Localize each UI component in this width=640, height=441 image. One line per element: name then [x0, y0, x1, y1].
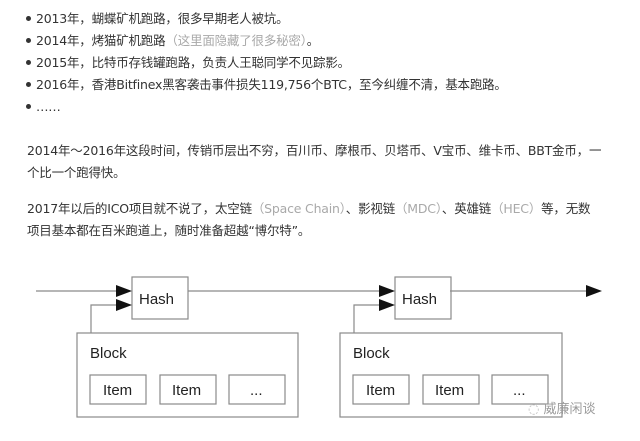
- text: 、影视链: [345, 201, 395, 216]
- list-item: 2016年，香港Bitfinex黑客袭击事件损失119,756个BTC，至今纠缠…: [26, 75, 507, 95]
- item-label: Item: [103, 382, 132, 399]
- text: 等，无数: [541, 201, 591, 216]
- text: 2017年以后的ICO项目就不说了，太空链: [27, 201, 252, 216]
- bullet-dot: [26, 82, 31, 87]
- bullet-dot: [26, 60, 31, 65]
- item-label: Item: [435, 382, 464, 399]
- list-item-note: （这里面隐藏了很多秘密）: [165, 33, 307, 48]
- note: （MDC）: [395, 201, 442, 216]
- paragraph-line: 2017年以后的ICO项目就不说了，太空链（Space Chain）、影视链（M…: [27, 198, 625, 220]
- bullet-dot: [26, 16, 31, 21]
- bullet-dot: [26, 38, 31, 43]
- list-item-text: 2013年，蝴蝶矿机跑路，很多早期老人被坑。: [36, 11, 289, 26]
- hash-label: Hash: [402, 291, 437, 308]
- paragraph-line: 项目基本都在百米跑道上，随时准备超越“博尔特”。: [27, 223, 311, 238]
- item-label: Item: [172, 382, 201, 399]
- list-item-text: 2014年，烤猫矿机跑路: [36, 33, 166, 48]
- list-item-text: 2016年，香港Bitfinex黑客袭击事件损失119,756个BTC，至今纠缠…: [36, 77, 507, 92]
- arrow-icons: [116, 285, 602, 311]
- list-item: ……: [26, 97, 61, 117]
- watermark: ◌ 威廉闲谈: [528, 398, 596, 417]
- paragraph-line: 个比一个跑得快。: [27, 165, 126, 180]
- list-item: 2015年，比特币存钱罐跑路，负责人王聪同学不见踪影。: [26, 53, 350, 73]
- list-item: 2014年，烤猫矿机跑路（这里面隐藏了很多秘密）。: [26, 31, 320, 51]
- note: （HEC）: [491, 201, 542, 216]
- paragraph-line: 2014年～2016年这段时间，传销币层出不穷，百川币、摩根币、贝塔币、V宝币、…: [27, 143, 602, 158]
- list-item: 2013年，蝴蝶矿机跑路，很多早期老人被坑。: [26, 9, 289, 29]
- paragraph-2: 2017年以后的ICO项目就不说了，太空链（Space Chain）、影视链（M…: [27, 198, 625, 242]
- note: （Space Chain）: [251, 201, 346, 216]
- watermark-text: 威廉闲谈: [543, 402, 596, 417]
- bullet-dot: [26, 104, 31, 109]
- block-label: Block: [90, 345, 127, 362]
- text: 、英雄链: [441, 201, 492, 216]
- item-label: ...: [250, 382, 263, 399]
- item-label: ...: [513, 382, 526, 399]
- hash-label: Hash: [139, 291, 174, 308]
- list-item-text: 2015年，比特币存钱罐跑路，负责人王聪同学不见踪影。: [36, 55, 350, 70]
- list-item-tail: 。: [306, 33, 320, 48]
- block-label: Block: [353, 345, 390, 362]
- wechat-icon: ◌: [528, 402, 544, 417]
- item-label: Item: [366, 382, 395, 399]
- list-item-text: ……: [36, 99, 61, 114]
- paragraph-1: 2014年～2016年这段时间，传销币层出不穷，百川币、摩根币、贝塔币、V宝币、…: [27, 140, 625, 184]
